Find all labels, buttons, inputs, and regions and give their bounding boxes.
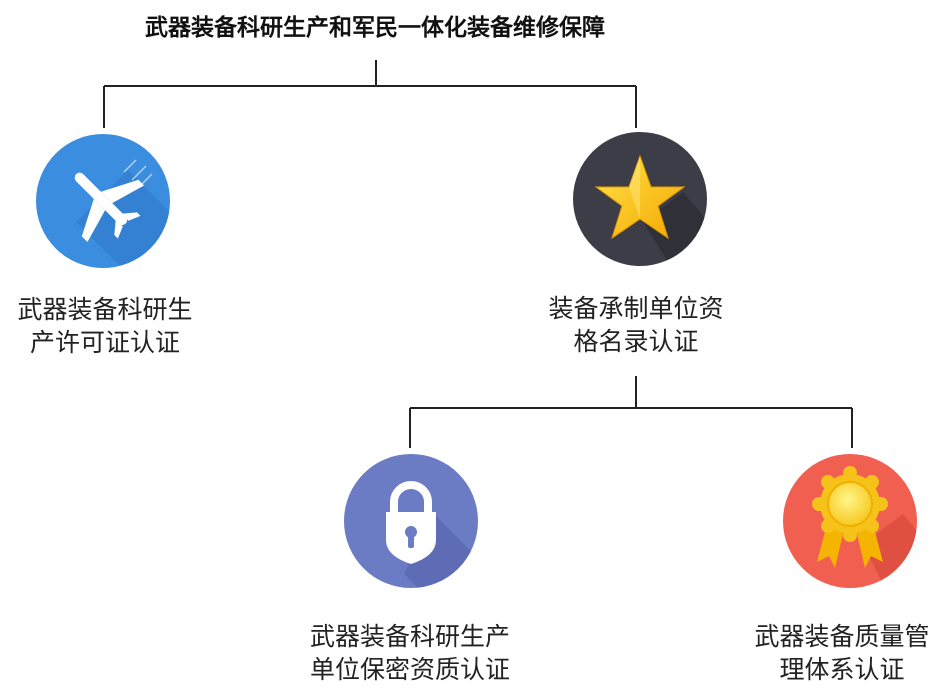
diagram-title: 武器装备科研生产和军民一体化装备维修保障 [145,15,605,41]
award-badge-icon [783,454,917,588]
label-line: 产许可证认证 [29,328,180,357]
airplane-icon [36,134,170,268]
label-line: 格名录认证 [573,327,699,356]
label-line: 理体系认证 [779,655,905,684]
label-line: 单位保密资质认证 [309,655,510,684]
label-line: 武器装备科研生产 [309,622,510,651]
label-line: 武器装备科研生 [17,295,193,324]
label-line: 武器装备质量管 [754,622,930,651]
label-line: 装备承制单位资 [548,294,724,323]
star-icon [573,132,707,266]
node-confidentiality-label: 武器装备科研生产 单位保密资质认证 [275,620,545,686]
node-quality-system-label: 武器装备质量管 理体系认证 [740,620,944,686]
node-equipment-contractor-label: 装备承制单位资 格名录认证 [531,292,741,358]
padlock-icon [344,454,478,588]
node-production-license-label: 武器装备科研生 产许可证认证 [0,293,210,359]
